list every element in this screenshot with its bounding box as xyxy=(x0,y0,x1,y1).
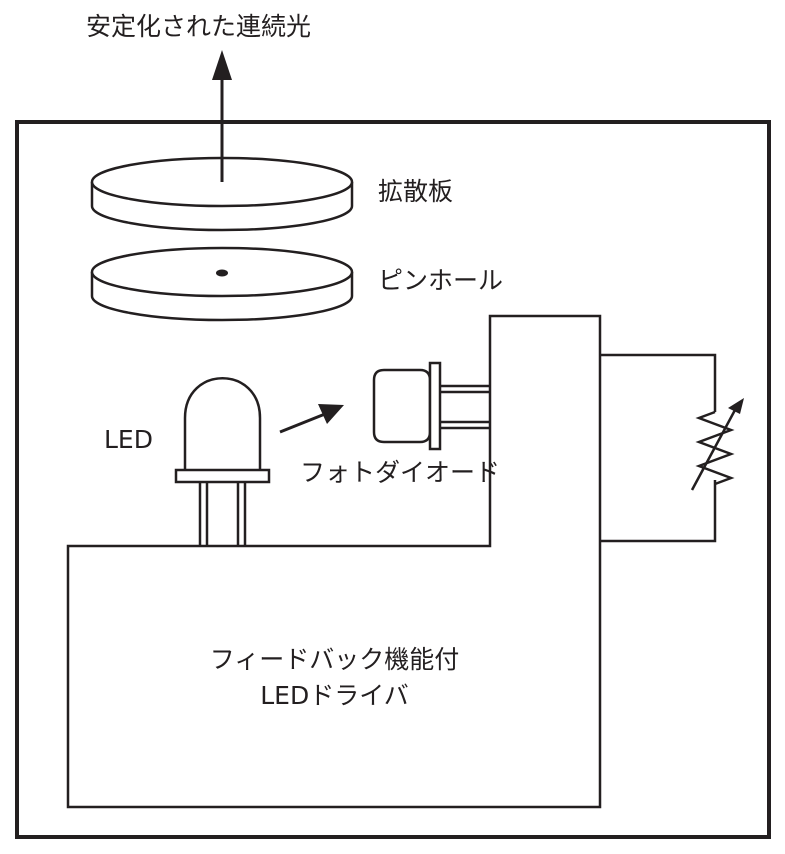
driver-label-line1: フィードバック機能付 xyxy=(209,645,460,674)
photodiode-label: フォトダイオード xyxy=(300,458,501,487)
photodiode-component xyxy=(372,361,490,451)
led-label: LED xyxy=(104,425,153,454)
driver-label-line2: LEDドライバ xyxy=(260,681,409,710)
output-arrow-head xyxy=(212,50,232,80)
outer-enclosure xyxy=(15,120,771,839)
light-path-arrow xyxy=(279,410,331,434)
variable-resistor-circuit xyxy=(600,353,744,543)
diffuser-label: 拡散板 xyxy=(378,177,454,206)
pinhole-disc xyxy=(90,246,354,322)
output-light-label: 安定化された連続光 xyxy=(86,12,312,41)
pinhole-label: ピンホール xyxy=(378,266,504,295)
light-path-arrow-head xyxy=(318,404,344,424)
driver-label: フィードバック機能付 LEDドライバ xyxy=(68,642,601,714)
pinhole-hole xyxy=(216,269,228,277)
driver-housing xyxy=(66,314,602,809)
led-component xyxy=(174,377,271,546)
